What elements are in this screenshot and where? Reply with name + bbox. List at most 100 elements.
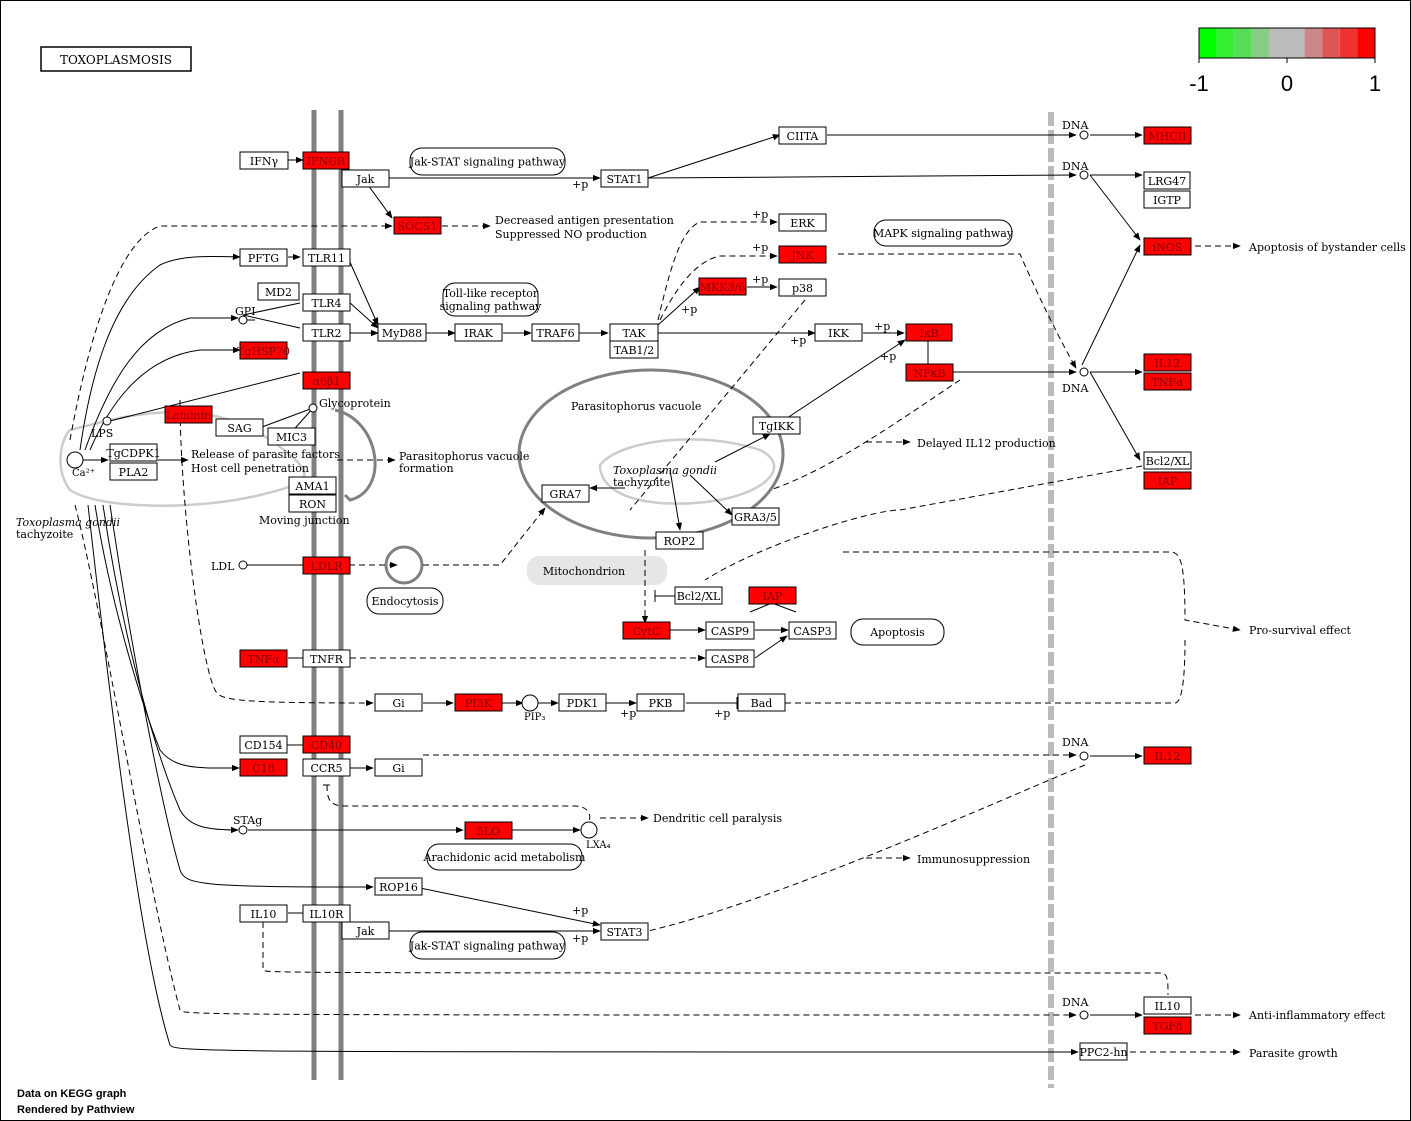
- gene-node-jnk[interactable]: JNK: [778, 245, 827, 264]
- gene-node-casp3[interactable]: CASP3: [788, 621, 837, 640]
- gene-node-iapb[interactable]: IAP: [1143, 471, 1192, 490]
- gene-label: iNOS: [1153, 241, 1183, 254]
- gene-node-rop2[interactable]: ROP2: [655, 531, 704, 550]
- moving-junction-label: Moving junction: [259, 514, 350, 527]
- gene-node-lrg47[interactable]: LRG47: [1143, 171, 1191, 190]
- gene-label: ROP2: [664, 535, 696, 548]
- gene-node-p38[interactable]: p38: [778, 278, 827, 297]
- gene-node-il12a[interactable]: IL12: [1143, 353, 1192, 372]
- gene-node-ama1[interactable]: AMA1: [288, 476, 337, 495]
- gene-node-gi1[interactable]: Gi: [374, 693, 423, 712]
- gene-node-ifngr[interactable]: IFNGR: [302, 151, 350, 170]
- gene-label: GRA3/5: [734, 511, 777, 524]
- gene-node-tnfr[interactable]: TNFR: [302, 649, 351, 668]
- dashed-edges: [69, 218, 1241, 1056]
- gene-node-bad[interactable]: Bad: [737, 693, 786, 712]
- gene-node-tghsp70[interactable]: TgHSP70: [237, 341, 290, 360]
- gene-node-pi3k[interactable]: PI3K: [454, 693, 503, 712]
- gene-node-tnfa2[interactable]: TNFα: [239, 649, 288, 668]
- gene-node-pftg[interactable]: PFTG: [239, 248, 288, 267]
- gene-node-il10r[interactable]: IL10R: [302, 904, 351, 923]
- gene-node-mhcii[interactable]: MHCII: [1143, 126, 1192, 145]
- gene-node-myd88[interactable]: MyD88: [377, 323, 427, 342]
- gene-node-pdk1[interactable]: PDK1: [558, 693, 607, 712]
- gene-node-cd154[interactable]: CD154: [239, 735, 288, 754]
- gene-node-tab12[interactable]: TAB1/2: [609, 340, 659, 359]
- gene-node-gra35[interactable]: GRA3/5: [731, 507, 780, 526]
- gene-node-mkk36[interactable]: MKK3/6: [698, 277, 747, 296]
- gene-node-bcl2xlb[interactable]: Bcl2/XL: [1143, 451, 1192, 470]
- plus-p-p38: +p: [752, 273, 768, 286]
- gene-node-gi2[interactable]: Gi: [374, 758, 423, 777]
- pathway-link-arach[interactable]: Arachidonic acid metabolism: [423, 843, 586, 871]
- gene-node-inos[interactable]: iNOS: [1143, 237, 1192, 256]
- gene-node-tgcdpk1[interactable]: TgCDPK1: [106, 443, 161, 462]
- gene-node-c18[interactable]: C18: [239, 758, 288, 777]
- gene-node-gra7[interactable]: GRA7: [541, 484, 590, 503]
- gene-node-pkb[interactable]: PKB: [636, 693, 685, 712]
- gene-label: PKB: [649, 697, 673, 710]
- gene-label: LDLR: [311, 560, 343, 573]
- gene-node-ikk[interactable]: IKK: [814, 323, 863, 342]
- gene-node-stat3[interactable]: STAT3: [600, 922, 649, 941]
- gene-node-ciita[interactable]: CIITA: [778, 126, 827, 145]
- gene-node-casp9[interactable]: CASP9: [705, 621, 755, 640]
- gene-node-tlr4[interactable]: TLR4: [302, 293, 351, 312]
- pathway-link-jakstat2[interactable]: Jak-STAT signaling pathway: [409, 931, 566, 960]
- gene-label: PLA2: [119, 466, 149, 479]
- gene-node-ldlr[interactable]: LDLR: [302, 556, 351, 575]
- gene-label: MKK3/6: [700, 281, 745, 294]
- diagram-title: TOXOPLASMOSIS: [60, 53, 172, 67]
- pathway-link-jakstat1[interactable]: Jak-STAT signaling pathway: [409, 147, 566, 176]
- gene-node-traf6[interactable]: TRAF6: [531, 323, 580, 342]
- compound-circle: [1079, 1010, 1089, 1020]
- gene-node-il10a[interactable]: IL10: [239, 904, 288, 923]
- gene-node-igtp[interactable]: IGTP: [1143, 190, 1191, 209]
- gene-node-ron[interactable]: RON: [288, 494, 337, 513]
- gene-node-mic3[interactable]: MIC3: [267, 427, 316, 446]
- gene-node-irak[interactable]: IRAK: [454, 323, 503, 342]
- gene-node-tnfa1[interactable]: TNFα: [1143, 372, 1192, 391]
- gene-node-bcl2xla[interactable]: Bcl2/XL: [674, 586, 723, 605]
- gene-node-tlr11[interactable]: TLR11: [302, 248, 351, 267]
- gene-node-iapa[interactable]: IAP: [748, 586, 797, 605]
- gene-node-socs1[interactable]: SOCS1: [393, 216, 442, 235]
- gene-node-tgfb[interactable]: TGFβ: [1143, 1016, 1192, 1035]
- gene-node-rop16[interactable]: ROP16: [374, 877, 423, 896]
- gene-node-casp8[interactable]: CASP8: [705, 649, 755, 668]
- gene-node-stat1[interactable]: STAT1: [600, 169, 649, 188]
- gene-node-md2[interactable]: MD2: [257, 282, 300, 301]
- gene-label: Jak: [356, 925, 375, 938]
- gene-node-tlr2[interactable]: TLR2: [302, 323, 351, 342]
- gene-node-nfkb[interactable]: NFκB: [905, 363, 954, 382]
- gene-node-ikb[interactable]: IκB: [905, 323, 953, 342]
- pathway-link-endo[interactable]: Endocytosis: [366, 587, 444, 615]
- gene-node-a6b1[interactable]: α6β1: [302, 371, 351, 390]
- pathway-link-mapk[interactable]: MAPK signaling pathway: [873, 219, 1014, 247]
- gene-node-5lo[interactable]: 5LO: [464, 821, 513, 840]
- gene-node-ifny[interactable]: IFNγ: [239, 151, 289, 170]
- gene-node-il10b[interactable]: IL10: [1143, 996, 1192, 1015]
- gene-node-cytc[interactable]: CytC: [622, 621, 671, 640]
- gene-label: AMA1: [294, 480, 329, 493]
- calcium-label: Ca²⁺: [72, 468, 95, 479]
- gene-node-pla2[interactable]: PLA2: [109, 462, 158, 481]
- gene-node-jak2[interactable]: Jak: [341, 921, 390, 940]
- gene-node-ccr5[interactable]: CCR5: [302, 758, 351, 777]
- gene-label: CCR5: [310, 762, 342, 775]
- gene-node-sag[interactable]: SAG: [215, 418, 264, 437]
- gene-node-jak1[interactable]: Jak: [341, 169, 390, 188]
- gene-label: TgHSP70: [237, 345, 290, 358]
- gene-label: ERK: [790, 217, 815, 230]
- gene-node-il12b[interactable]: IL12: [1143, 746, 1192, 765]
- gene-label: JNK: [790, 249, 814, 262]
- gene-node-tgikk[interactable]: TgIKK: [752, 416, 801, 435]
- pathway-link-apop[interactable]: Apoptosis: [850, 618, 945, 646]
- gene-node-cd40[interactable]: CD40: [302, 735, 351, 754]
- gene-node-ppc2[interactable]: PPC2-hn: [1079, 1042, 1128, 1061]
- legend-swatch: [1269, 28, 1287, 58]
- gene-node-erk[interactable]: ERK: [778, 213, 827, 232]
- gene-node-laminin[interactable]: Laminin: [164, 405, 213, 424]
- gene-node-tak[interactable]: TAK: [609, 323, 659, 342]
